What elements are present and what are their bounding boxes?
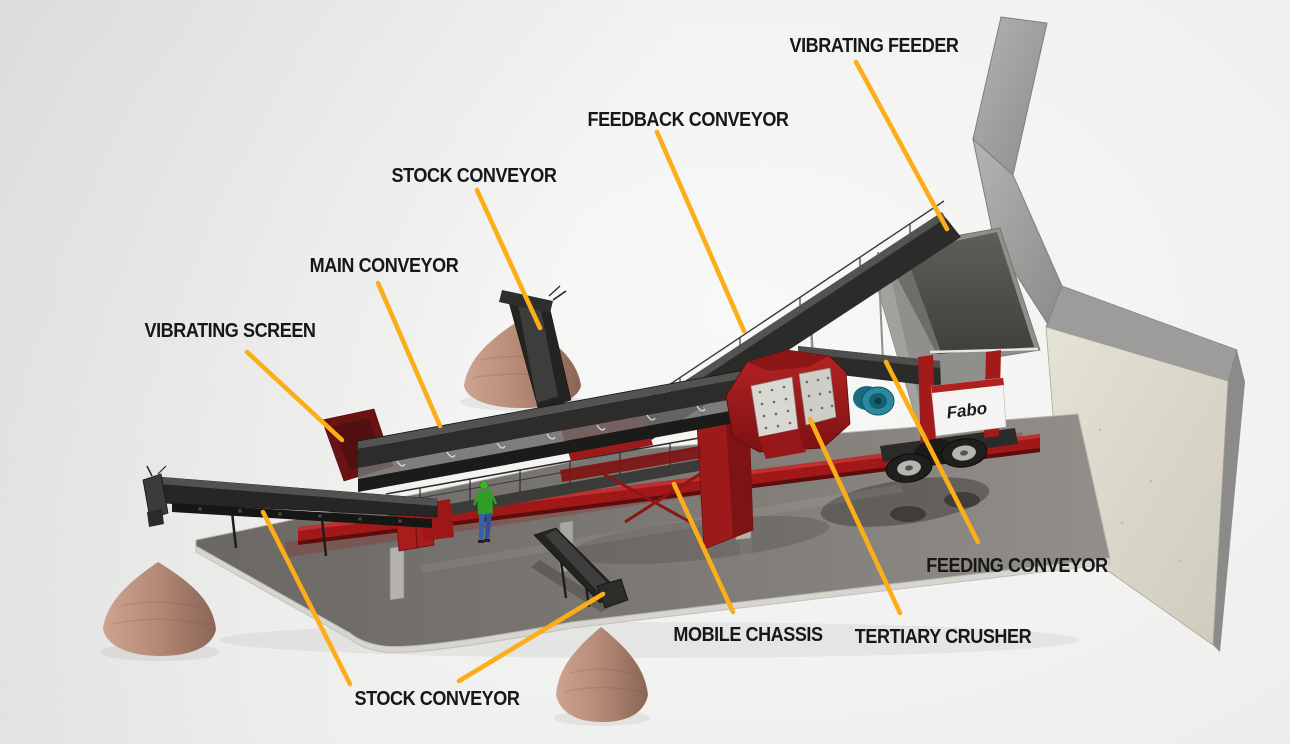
feeder-hopper xyxy=(869,227,1041,454)
walkway xyxy=(385,429,745,552)
leader-line-mobile-chassis xyxy=(671,481,736,615)
feeding-conveyor-part xyxy=(798,346,941,387)
main-conveyor-part xyxy=(357,370,741,492)
leader-line-vibrating-screen xyxy=(244,349,345,443)
brand-logo-panel: Fabo xyxy=(930,377,1007,437)
leader-line-main-conveyor xyxy=(375,280,443,429)
stock-conveyor-bottom-part xyxy=(533,527,629,609)
wheels xyxy=(885,438,988,483)
leader-line-stock-conveyor-top xyxy=(474,187,543,331)
worker-figure xyxy=(472,480,498,543)
leader-line-vibrating-feeder xyxy=(853,59,950,232)
stock-conveyor-left-part xyxy=(142,465,454,557)
drive-motor xyxy=(853,386,895,416)
leader-line-stock-conveyor-bottom-2 xyxy=(456,591,606,684)
retaining-wall xyxy=(972,16,1245,652)
leader-line-feeding-conveyor xyxy=(883,359,981,545)
leader-line-stock-conveyor-bottom xyxy=(260,509,353,687)
platform xyxy=(195,413,1111,658)
stock-conveyor-top-part xyxy=(499,285,572,412)
crusher-and-feeder: Fabo xyxy=(725,346,1007,483)
leader-line-tertiary-crusher xyxy=(807,416,903,616)
leader-line-feedback-conveyor xyxy=(654,129,747,334)
leader-lines-layer xyxy=(244,59,981,687)
brand-logo-text: Fabo xyxy=(946,399,989,423)
tertiary-crusher-part xyxy=(725,349,851,459)
stockpile-bottom xyxy=(554,627,650,726)
stockpile-left xyxy=(100,562,220,661)
